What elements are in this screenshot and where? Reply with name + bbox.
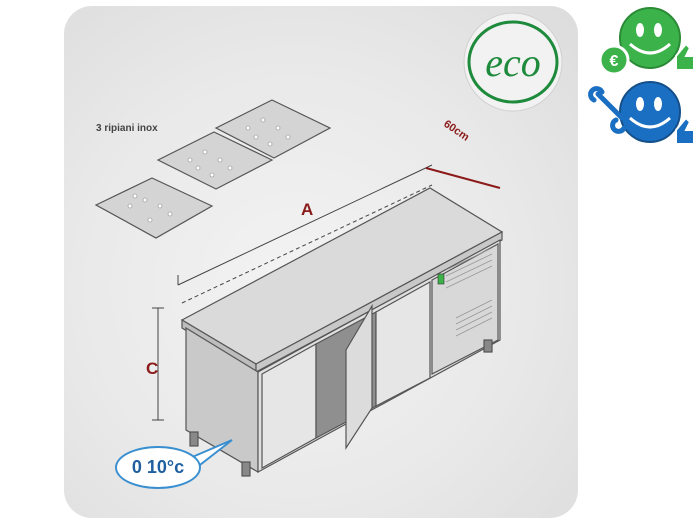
shelves-label: 3 ripiani inox (96, 123, 158, 134)
eco-badge-text: eco (485, 40, 541, 85)
smiley-wrench-thumbs-up-icon (588, 81, 695, 145)
temperature-range-text: 0 10°c (131, 457, 185, 477)
smiley-euro-thumbs-up-icon: € (598, 7, 695, 76)
dimension-c-label: C (146, 359, 159, 378)
svg-text:€: € (610, 53, 619, 70)
temperature-range-bubble: 0 10°c (115, 446, 201, 489)
dimension-lines (152, 164, 501, 421)
shelf-trays (94, 99, 332, 239)
refrigerated-counter (180, 187, 504, 477)
eco-badge-icon: eco (463, 12, 563, 112)
dimension-a-label: A (301, 200, 314, 219)
